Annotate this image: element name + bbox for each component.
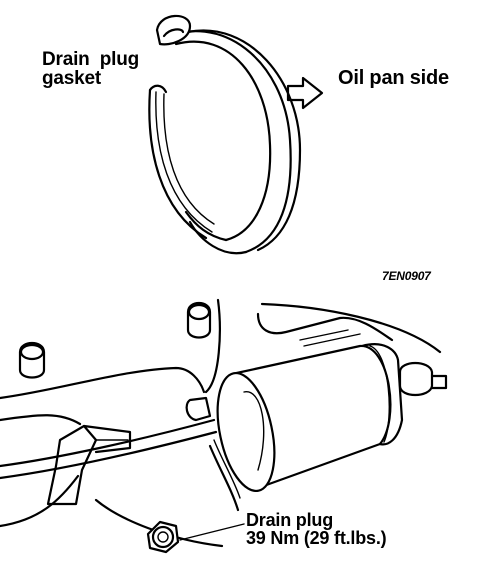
drain-plug-label-line1: Drain plug [246, 510, 333, 530]
oil-pan-side-label: Oil pan side [338, 67, 449, 89]
hollow-arrow-icon [286, 76, 324, 110]
drain-plug-leader [179, 523, 245, 541]
engine-illustration [0, 298, 448, 548]
drain-plug-torque: 39 Nm (29 ft.lbs.) [246, 528, 387, 548]
gasket-illustration [148, 14, 302, 255]
gasket-label-line1: Drain plug [42, 49, 140, 70]
gasket-label-line2: gasket [42, 68, 102, 89]
drain-plug-icon [146, 520, 180, 554]
drain-plug-label: Drain plug 39 Nm (29 ft.lbs.) [246, 510, 387, 548]
figure-code: 7EN0907 [382, 269, 431, 283]
gasket-label: Drain plug gasket [42, 50, 139, 88]
